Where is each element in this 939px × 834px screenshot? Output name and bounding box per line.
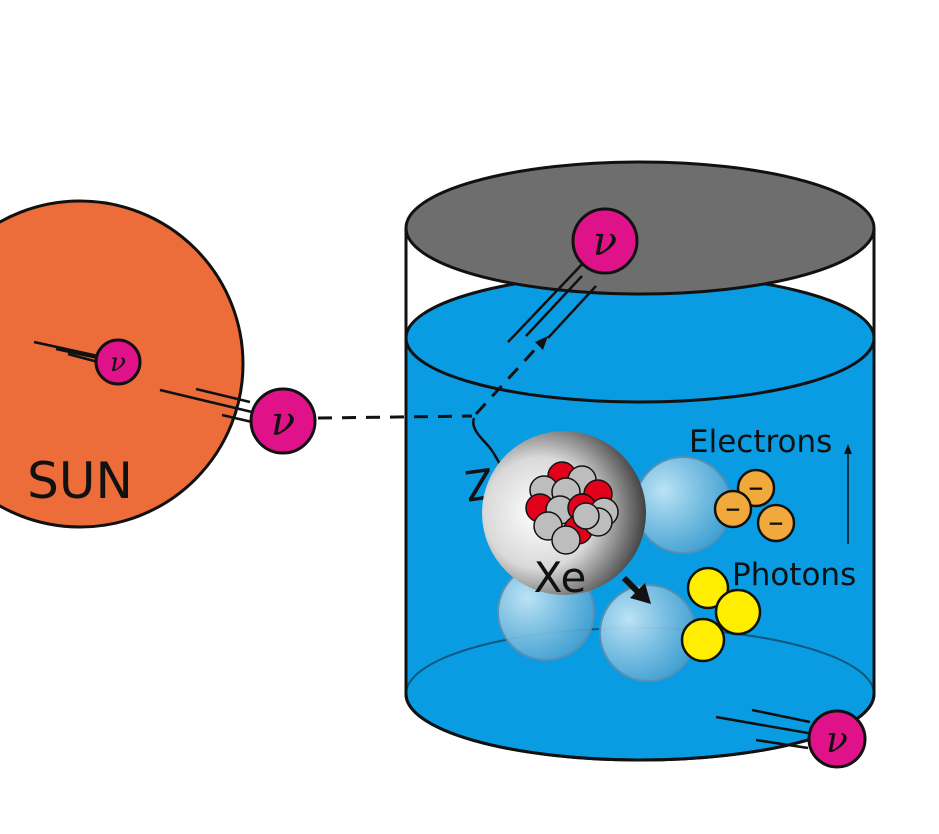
electron (756, 503, 796, 543)
neutrino-symbol: ν (110, 348, 126, 378)
scattered-path (474, 342, 542, 416)
neutrino-icon (94, 338, 142, 386)
neutrino-emitted: ν (159, 387, 317, 455)
electron (713, 489, 753, 529)
electrons-label: Electrons (689, 424, 832, 460)
photon (714, 588, 762, 636)
neutrino-scattered: ν (507, 207, 639, 343)
photon (680, 617, 726, 663)
neutrino-symbol: ν (271, 399, 295, 445)
neutrino-symbol: ν (826, 720, 848, 761)
recoil-arrow (621, 575, 651, 604)
neutrino-in-sun: ν (33, 338, 142, 386)
motion-lines (507, 257, 597, 343)
incoming-path (317, 414, 473, 420)
neutrino-exiting: ν (715, 708, 867, 769)
drift-arrow (844, 444, 852, 544)
xenon-atom: Xe (482, 431, 646, 602)
motion-lines (159, 387, 253, 424)
motion-lines (715, 708, 811, 750)
neutrino-icon (807, 709, 867, 769)
electron-charge: − (768, 511, 785, 535)
nucleus-cluster (525, 461, 619, 555)
photons (680, 566, 762, 663)
photons-label: Photons (732, 557, 856, 593)
tank-lid (404, 160, 876, 296)
electron-charge: − (748, 476, 765, 500)
neutrino-icon (571, 207, 639, 275)
electrons: − − − (713, 468, 796, 543)
photon (686, 566, 730, 610)
scatter-arrowhead (535, 336, 548, 350)
neutrino-icon (249, 387, 317, 455)
electron-charge: − (725, 497, 742, 521)
motion-lines (33, 340, 99, 364)
sun-label: SUN (27, 452, 133, 510)
xenon-label: Xe (534, 553, 587, 602)
neutrino-symbol: ν (593, 219, 617, 265)
neutrino-path (317, 342, 542, 420)
